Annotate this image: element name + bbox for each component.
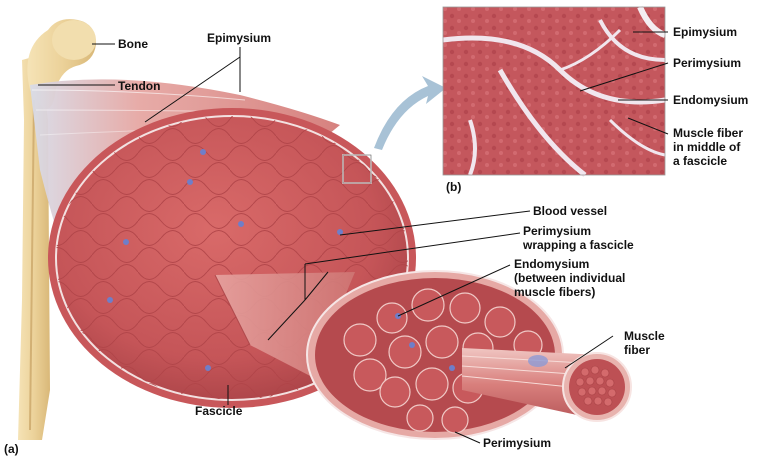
- label-tendon: Tendon: [118, 79, 160, 93]
- panel-b-tag: (b): [446, 180, 461, 194]
- micrograph-panel: [442, 5, 667, 177]
- label-epimysium: Epimysium: [207, 31, 271, 45]
- label-perimysium-bottom: Perimysium: [483, 436, 551, 450]
- label-blood-vessel: Blood vessel: [533, 204, 607, 218]
- label-bone: Bone: [118, 37, 148, 51]
- label-fiber-middle-3: a fascicle: [673, 154, 727, 168]
- label-endomysium-1: Endomysium: [514, 257, 589, 271]
- label-epimysium-b: Epimysium: [673, 25, 737, 39]
- label-endomysium-3: muscle fibers): [514, 285, 595, 299]
- label-fascicle: Fascicle: [195, 404, 243, 418]
- label-perimysium-wrap-1: Perimysium: [523, 224, 591, 238]
- label-perimysium-wrap-2: wrapping a fascicle: [522, 238, 634, 252]
- label-fiber-middle-1: Muscle fiber: [673, 126, 743, 140]
- panel-a-tag: (a): [4, 442, 19, 456]
- muscle-fiber-illustration: [461, 348, 632, 422]
- text-labels: Bone Tendon Epimysium Fascicle Blood ves…: [4, 25, 748, 456]
- label-perimysium-b: Perimysium: [673, 56, 741, 70]
- leader-lines: [38, 31, 669, 444]
- label-endomysium-b: Endomysium: [673, 93, 748, 107]
- label-fiber-middle-2: in middle of: [673, 140, 741, 154]
- label-muscle-fiber-2: fiber: [624, 343, 650, 357]
- zoom-arrow-icon: [374, 76, 446, 150]
- label-endomysium-2: (between individual: [514, 271, 625, 285]
- label-muscle-fiber-1: Muscle: [624, 329, 665, 343]
